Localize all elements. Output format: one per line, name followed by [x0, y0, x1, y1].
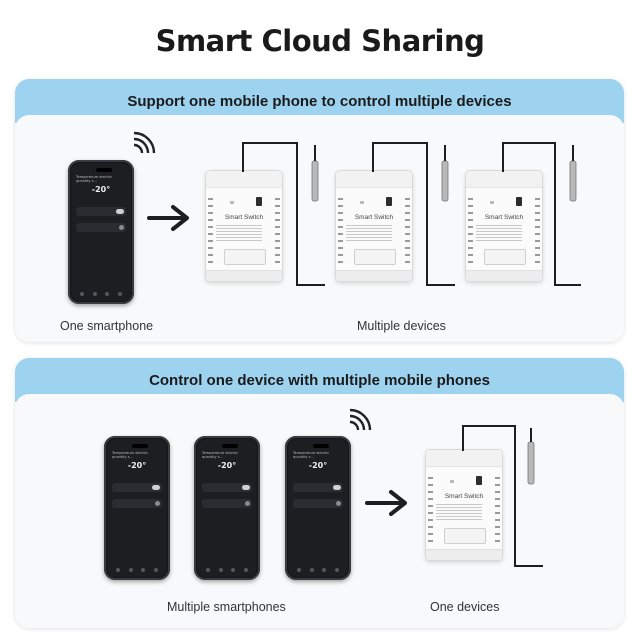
caption-one-smartphone: One smartphone	[60, 319, 154, 333]
page-title: Smart Cloud Sharing	[155, 24, 485, 58]
caption-multiple-devices: Multiple devices	[357, 319, 446, 333]
smartphone: Temperature electric quantity s... -20°	[194, 436, 260, 580]
caption-one-device: One devices	[430, 600, 500, 614]
phone-screen-title: Temperature electric quantity s...	[202, 451, 239, 459]
panel-one-phone-multiple-devices: Support one mobile phone to control mult…	[15, 79, 624, 342]
phone-temperature: -20°	[91, 185, 111, 194]
caption-multiple-smartphones: Multiple smartphones	[167, 600, 286, 614]
device-label: Smart Switch	[224, 214, 264, 221]
wifi-signal-icon	[133, 131, 156, 154]
smart-switch-device: Smart Switch	[465, 170, 543, 282]
smart-switch-device: Smart Switch	[425, 449, 503, 561]
arrow-right-icon	[147, 205, 189, 231]
phone-temperature: -20°	[127, 461, 147, 470]
smartphone: Temperature electric quantity s... -20°	[68, 160, 134, 304]
smartphone: Temperature electric quantity s... -20°	[104, 436, 170, 580]
phone-screen-title: Temperature electric quantity s...	[76, 175, 113, 183]
device-label: Smart Switch	[444, 493, 484, 500]
device-label: Smart Switch	[484, 214, 524, 221]
phone-temperature: -20°	[217, 461, 237, 470]
smartphone: Temperature electric quantity s... -20°	[285, 436, 351, 580]
panel-two-body: Temperature electric quantity s... -20° …	[15, 394, 624, 628]
panel-one-body: Temperature electric quantity s... -20° …	[15, 115, 624, 342]
smart-switch-device: Smart Switch	[205, 170, 283, 282]
panel-multiple-phones-one-device: Control one device with multiple mobile …	[15, 358, 624, 628]
phone-screen-title: Temperature electric quantity s...	[112, 451, 149, 459]
phone-screen-title: Temperature electric quantity s...	[293, 451, 330, 459]
phone-temperature: -20°	[308, 461, 328, 470]
wifi-signal-icon	[349, 408, 372, 431]
device-label: Smart Switch	[354, 214, 394, 221]
smart-switch-device: Smart Switch	[335, 170, 413, 282]
arrow-right-icon	[365, 490, 407, 516]
